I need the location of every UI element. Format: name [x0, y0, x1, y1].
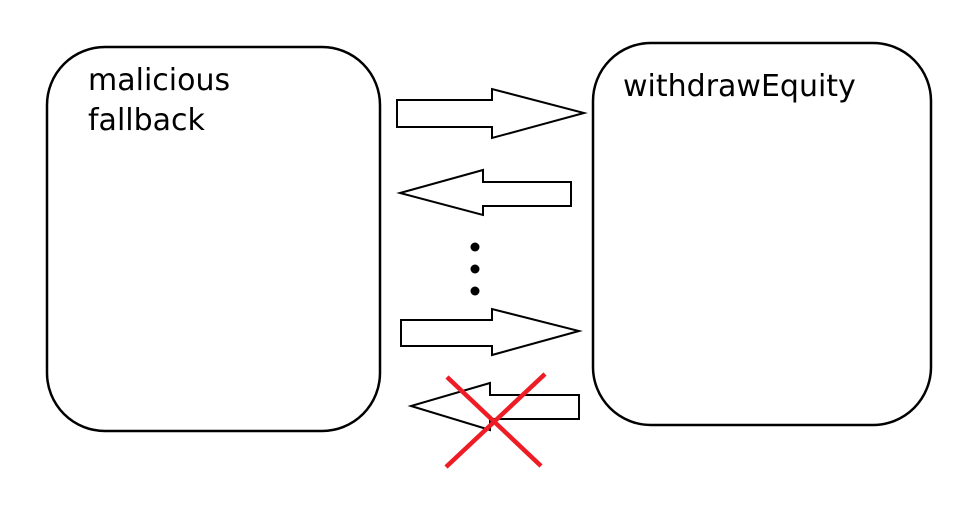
cross-stroke-2: [444, 372, 547, 469]
call-arrow-right-2: [400, 307, 583, 357]
withdraw-equity-box-outline: [591, 41, 933, 427]
ellipsis-dot-1: [470, 242, 480, 252]
malicious-fallback-label-line2: fallback: [88, 103, 206, 138]
malicious-fallback-box-outline: [45, 45, 382, 433]
malicious-fallback-label-line1: malicious: [88, 63, 230, 98]
withdraw-equity-box: withdrawEquity: [591, 41, 933, 427]
ellipsis-dot-3: [470, 286, 480, 296]
ellipsis-dots: [470, 242, 480, 296]
malicious-fallback-box: malicious fallback: [45, 45, 382, 433]
blocked-cross-mark: [444, 372, 547, 469]
withdraw-equity-label: withdrawEquity: [623, 69, 856, 104]
call-arrow-right-1: [396, 87, 588, 140]
reentry-arrow-left-1: [396, 168, 572, 217]
reentry-arrow-left-blocked: [407, 381, 580, 432]
ellipsis-dot-2: [470, 264, 480, 274]
